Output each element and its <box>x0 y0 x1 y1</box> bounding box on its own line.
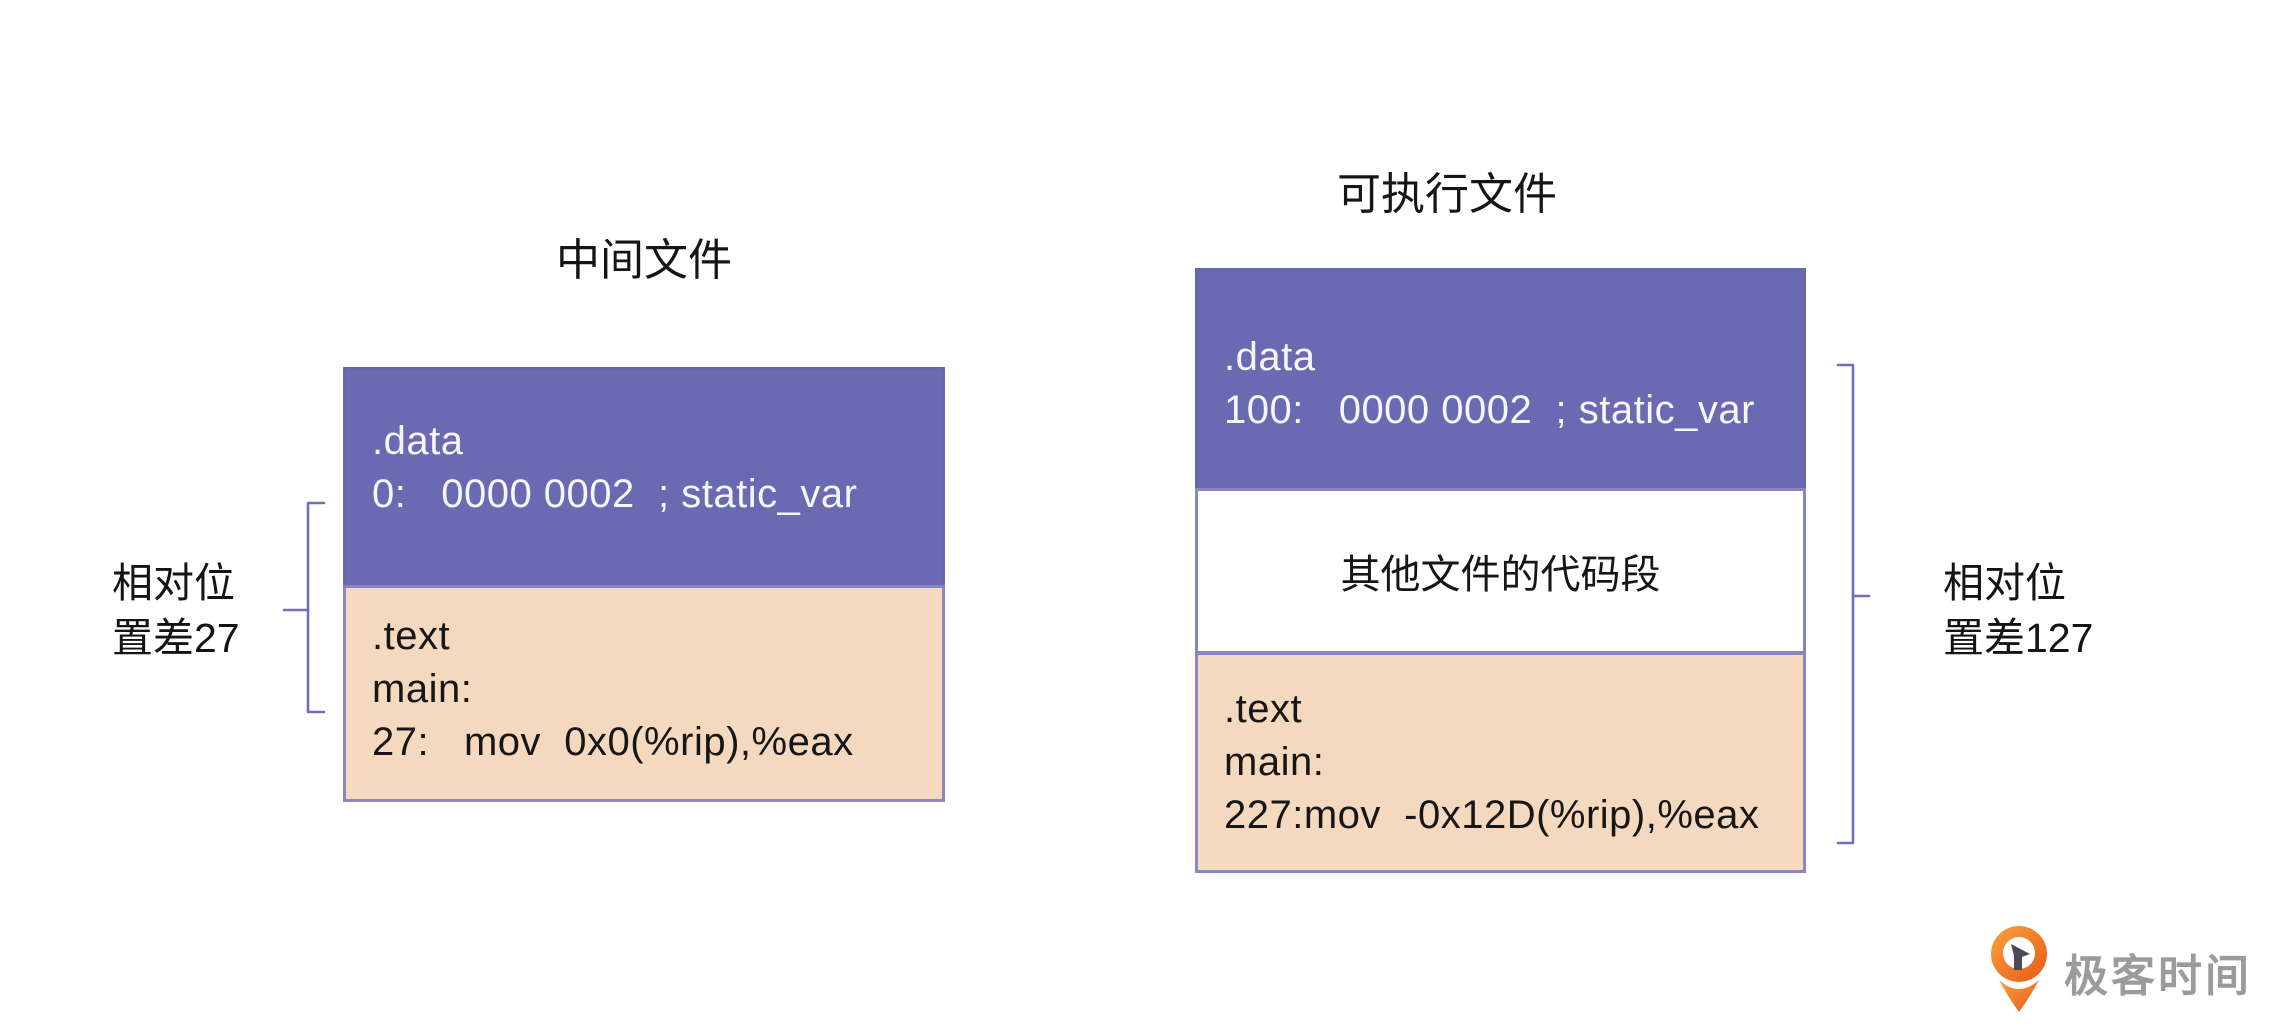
object-data-section: .data 0: 0000 0002 ; static_var <box>343 367 945 588</box>
executable-data-section: .data 100: 0000 0002 ; static_var <box>1195 268 1806 490</box>
right-brace <box>1836 363 1871 845</box>
code-line: 227:mov -0x12D(%rip),%eax <box>1224 793 1760 837</box>
code-label: main: <box>372 667 473 711</box>
code-label: main: <box>1224 740 1325 784</box>
offset-label-127: 相对位 置差127 <box>1943 556 2093 666</box>
geektime-logo: 极客时间 <box>1990 924 2252 1014</box>
geektime-logo-text: 极客时间 <box>2064 952 2252 1001</box>
object-text-section: .text main: 27: mov 0x0(%rip),%eax <box>343 585 945 802</box>
executable-text-section: .text main: 227:mov -0x12D(%rip),%eax <box>1195 652 1806 873</box>
offset-label-line: 相对位 <box>112 560 235 606</box>
object-file-title: 中间文件 <box>556 236 732 285</box>
left-brace <box>282 501 326 714</box>
geektime-logo-icon <box>1990 926 2048 1012</box>
offset-label-line: 置差127 <box>1943 615 2094 661</box>
executable-other-code-section: 其他文件的代码段 <box>1195 488 1806 654</box>
section-name: .text <box>1224 687 1303 731</box>
offset-label-line: 置差27 <box>112 615 240 661</box>
code-line: 0: 0000 0002 ; static_var <box>372 472 858 516</box>
section-name: .text <box>372 614 451 658</box>
offset-label-line: 相对位 <box>1943 560 2066 606</box>
executable-file-title: 可执行文件 <box>1337 170 1557 219</box>
section-name: .data <box>1224 335 1316 379</box>
offset-label-27: 相对位 置差27 <box>112 556 240 666</box>
code-line: 100: 0000 0002 ; static_var <box>1224 388 1755 432</box>
section-name: .data <box>372 419 464 463</box>
code-line: 27: mov 0x0(%rip),%eax <box>372 720 854 764</box>
other-code-label: 其他文件的代码段 <box>1340 553 1661 597</box>
